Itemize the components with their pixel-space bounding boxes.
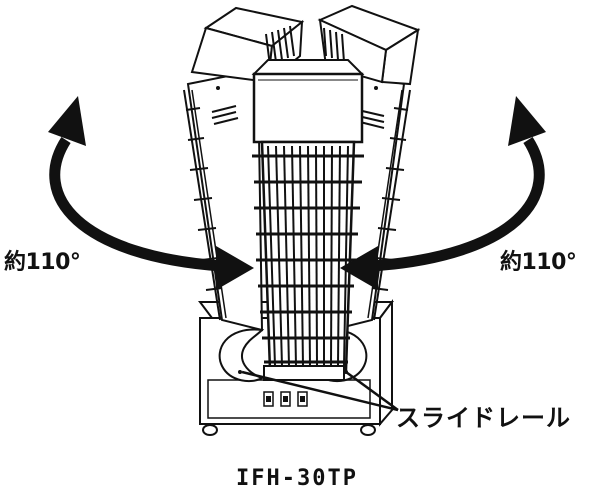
rotation-arrow-right	[340, 96, 546, 290]
control-switches	[263, 391, 308, 407]
rotation-angle-label-left: 約110°	[4, 250, 81, 275]
model-name-label: IFH-30TP	[236, 466, 358, 491]
rotation-arrow-left	[48, 96, 254, 290]
slide-rail-label: スライドレール	[396, 404, 571, 432]
heater-panel-center	[251, 59, 365, 381]
rotation-angle-label-right: 約110°	[500, 250, 577, 275]
rail-leader-lines	[241, 370, 399, 412]
